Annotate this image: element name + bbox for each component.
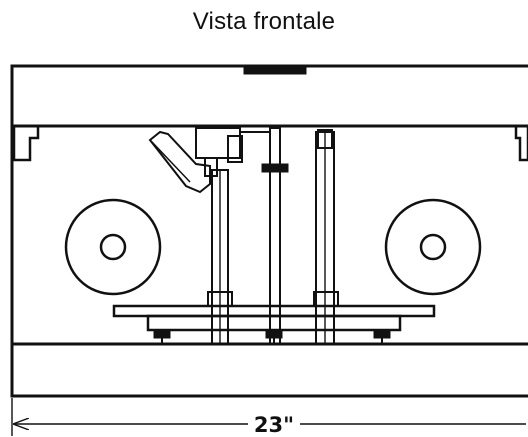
left-hinge bbox=[12, 126, 40, 162]
center-rod-clip bbox=[261, 163, 289, 173]
width-dimension bbox=[11, 398, 526, 436]
center-rod bbox=[269, 127, 281, 345]
right-spool-hub bbox=[419, 233, 447, 261]
build-plate bbox=[112, 304, 436, 318]
leveling-knob-center bbox=[265, 329, 283, 339]
print-head-bracket bbox=[148, 130, 211, 194]
leveling-knob-left bbox=[153, 329, 171, 339]
right-rod-top-block bbox=[317, 129, 333, 149]
right-hinge bbox=[514, 126, 528, 162]
width-dimension-label: 23" bbox=[254, 413, 294, 437]
print-head-block bbox=[195, 127, 241, 159]
left-spool-outer bbox=[64, 198, 162, 296]
build-plate-carrier bbox=[146, 314, 402, 332]
page-title: Vista frontale bbox=[192, 8, 336, 35]
leveling-knob-right bbox=[373, 329, 391, 339]
right-spool-outer bbox=[384, 198, 482, 296]
lid-handle bbox=[243, 65, 307, 75]
left-spool-hub bbox=[99, 233, 127, 261]
